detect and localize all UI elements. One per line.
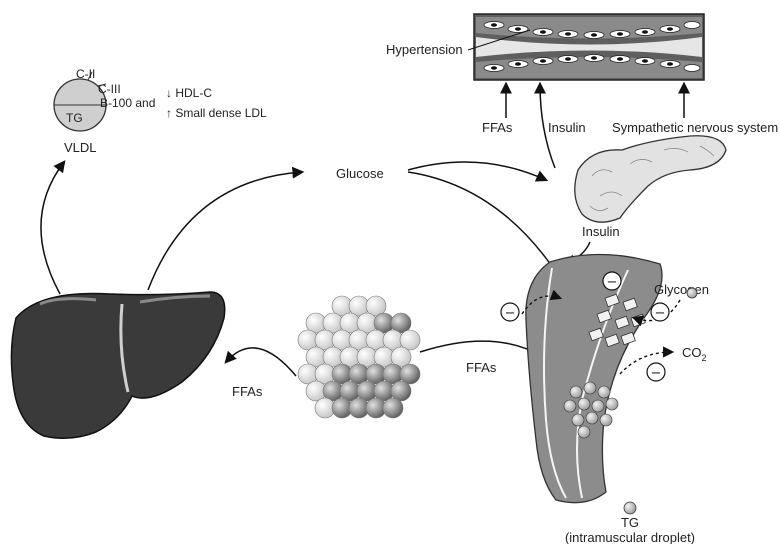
pancreas <box>575 136 726 222</box>
co2-label: CO2 <box>682 345 707 363</box>
svg-text:−: − <box>651 366 662 381</box>
lipid-droplet <box>586 412 598 424</box>
tg-vldl-label: TG <box>66 111 83 125</box>
tg-bottom-label: TG <box>621 515 639 530</box>
tg-droplet-legend-icon <box>624 502 636 514</box>
small-dense-ldl-label: ↑ Small dense LDL <box>166 106 267 120</box>
liver-to-vldl-arrow <box>41 162 64 294</box>
lipid-droplet <box>572 414 584 426</box>
insulin-pancreas-label: Insulin <box>582 224 620 239</box>
adipose-to-liver-arrow <box>226 348 296 376</box>
vldl-label: VLDL <box>64 140 97 155</box>
ffas-mid-label: FFAs <box>466 360 497 375</box>
ffas-left-label: FFAs <box>232 384 263 399</box>
glucose-to-pancreas-arrow <box>408 162 546 180</box>
lipid-droplet <box>570 386 582 398</box>
liver <box>11 292 224 438</box>
liver-to-glucose-arrow <box>148 172 302 290</box>
lipid-droplet <box>564 400 576 412</box>
skeletal-muscle <box>526 254 662 502</box>
ffas-top-label: FFAs <box>482 120 513 135</box>
intramuscular-droplet-label: (intramuscular droplet) <box>565 530 695 544</box>
glucose-label: Glucose <box>336 166 384 181</box>
adipose-tissue <box>298 296 420 418</box>
hypertension-label: Hypertension <box>386 42 463 57</box>
lipid-droplet <box>578 426 590 438</box>
inhibition-marker-2: − <box>603 272 621 290</box>
svg-text:−: − <box>655 306 666 321</box>
inhibition-marker-1: − <box>501 303 519 321</box>
lipid-droplet <box>598 386 610 398</box>
svg-text:−: − <box>505 306 516 321</box>
inhibition-marker-3: − <box>651 303 669 321</box>
hdl-label: ↓ HDL-C <box>166 86 212 100</box>
inhibition-marker-4: − <box>647 363 665 381</box>
lipid-droplet <box>584 382 596 394</box>
svg-text:−: − <box>607 275 618 290</box>
glucose-to-muscle-arrow <box>408 172 560 278</box>
lipid-droplet <box>606 398 618 410</box>
blood-vessel <box>474 14 704 80</box>
apo-c3-label: C-III <box>98 82 121 96</box>
glycogen-marker <box>687 288 697 298</box>
adipocyte <box>383 398 403 418</box>
lipid-droplet <box>600 414 612 426</box>
glycogen-label: Glycogen <box>654 282 709 297</box>
apo-c2-label: C-II <box>76 67 95 81</box>
insulin-top-label: Insulin <box>548 120 586 135</box>
apo-b100-label: B-100 and <box>100 96 155 110</box>
lipid-droplet <box>578 398 590 410</box>
sympathetic-label: Sympathetic nervous system <box>612 120 778 135</box>
lipid-droplet <box>592 400 604 412</box>
